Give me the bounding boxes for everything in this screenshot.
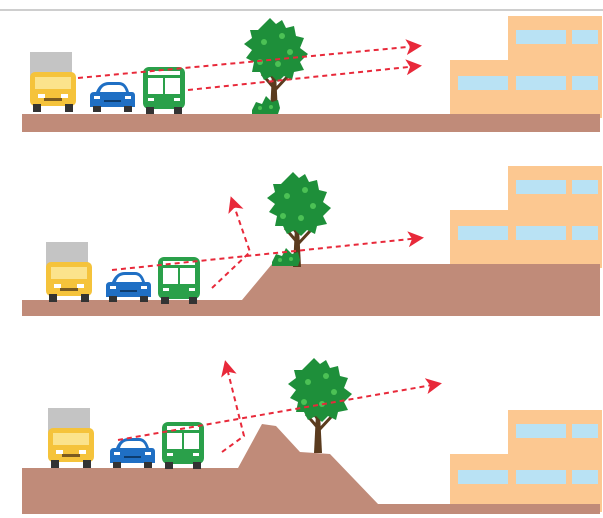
sound-arrow-icon <box>78 46 418 90</box>
tree-icon <box>244 18 308 113</box>
tree-icon <box>288 358 352 453</box>
car-icon <box>110 438 155 468</box>
ground <box>22 114 600 132</box>
truck-icon <box>46 242 92 302</box>
bus-icon <box>143 67 185 114</box>
panel-embankment <box>22 166 602 316</box>
truck-icon <box>30 52 76 112</box>
building-icon <box>450 410 602 512</box>
panel-berm <box>22 358 602 514</box>
truck-icon <box>48 408 94 468</box>
car-icon <box>106 272 151 302</box>
building-icon <box>450 16 602 118</box>
bus-icon <box>158 257 200 304</box>
panel-flat-ground <box>22 16 602 132</box>
building-icon <box>450 166 602 268</box>
car-icon <box>90 82 135 112</box>
